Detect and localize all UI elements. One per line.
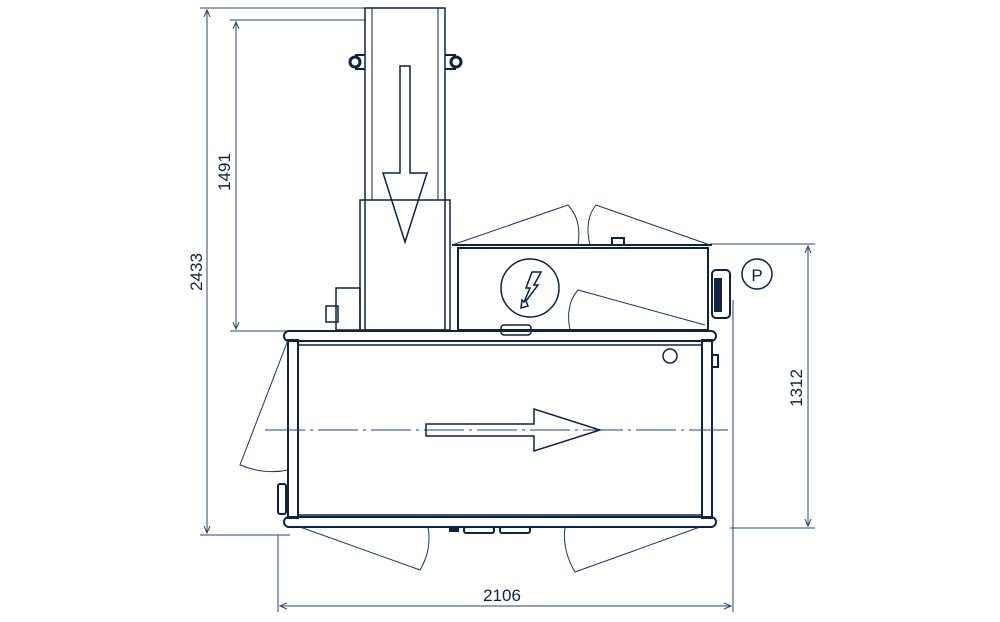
dimension-1312: 1312 <box>710 243 815 529</box>
infeed-direction-arrow-icon <box>381 65 429 245</box>
dimension-1491: 1491 <box>215 19 365 332</box>
lightning-bolt-icon <box>520 271 543 310</box>
dimension-label-1491: 1491 <box>215 153 234 191</box>
infeed-conveyor <box>325 7 463 331</box>
flow-direction-arrow-icon <box>425 407 603 453</box>
main-machine-body <box>265 330 728 534</box>
dimension-2106: 2106 <box>277 300 734 612</box>
dimension-2433: 2433 <box>187 7 365 536</box>
motor <box>325 287 361 331</box>
parking-label: P <box>751 266 762 285</box>
parking-symbol: P <box>741 258 773 290</box>
dimension-label-1312: 1312 <box>787 369 806 407</box>
infeed-handle-right <box>445 54 463 70</box>
dimension-label-2106: 2106 <box>483 586 521 605</box>
door-swing-lines <box>239 204 711 573</box>
infeed-handle-left <box>348 54 365 70</box>
control-panel <box>711 269 731 319</box>
dimension-label-2433: 2433 <box>187 253 206 291</box>
